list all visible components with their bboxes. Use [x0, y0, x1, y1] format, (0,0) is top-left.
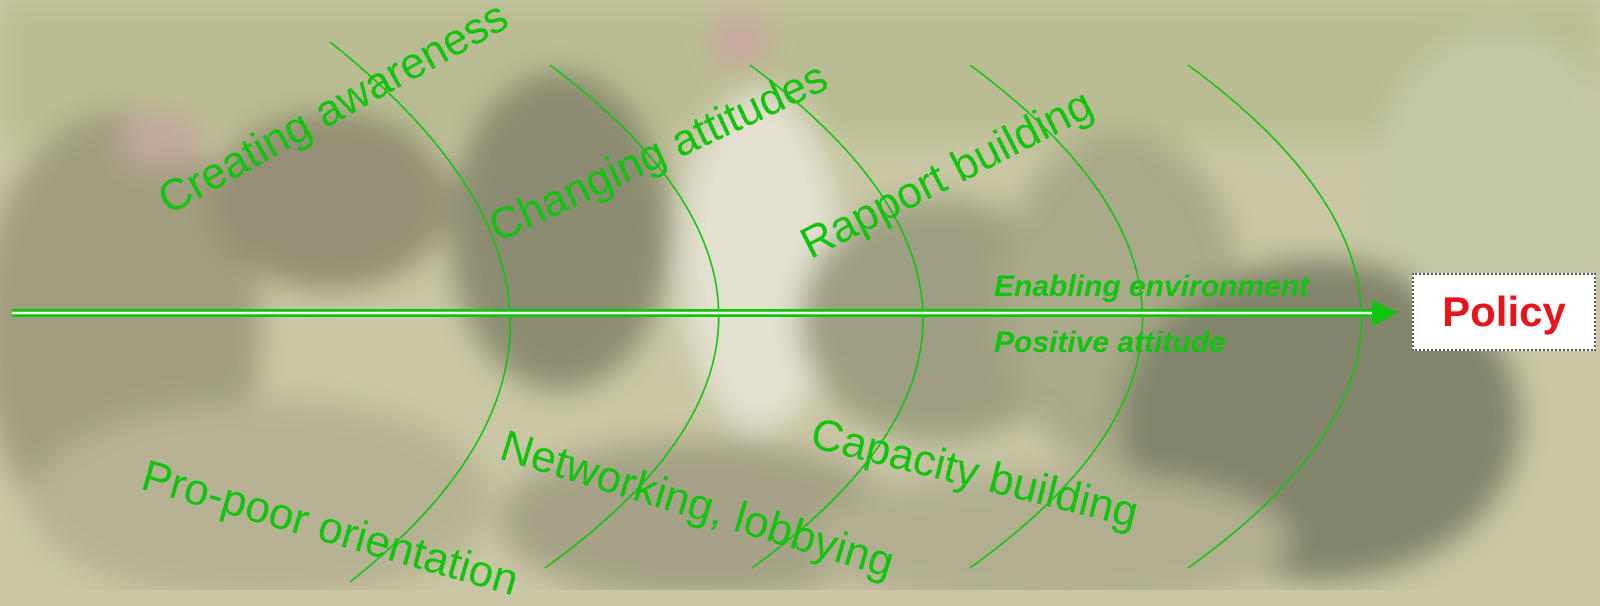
flow-label-positive-attitude: Positive attitude [994, 326, 1226, 359]
diagram-lines [12, 41, 1398, 583]
arc-3 [749, 64, 924, 569]
arc-2 [544, 64, 720, 569]
policy-box: Policy [1412, 273, 1596, 351]
main-arrow [12, 300, 1398, 326]
policy-label: Policy [1442, 288, 1566, 335]
arc-4 [969, 64, 1144, 569]
flow-label-enabling-environment: Enabling environment [994, 270, 1310, 303]
background-photo [0, 0, 1600, 590]
arc-5 [1187, 64, 1363, 569]
